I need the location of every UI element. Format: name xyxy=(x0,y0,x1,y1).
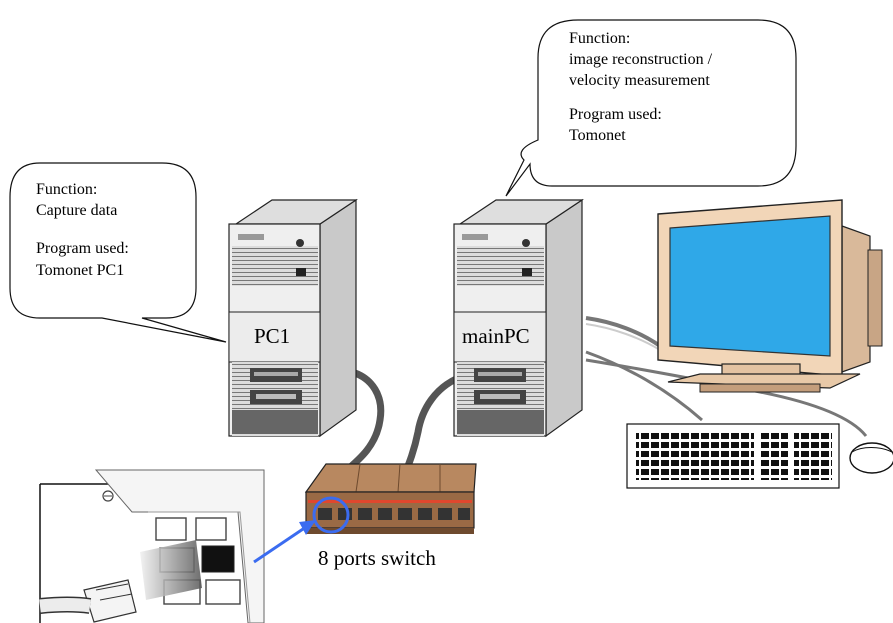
arrow-inset-to-port xyxy=(253,520,316,564)
port-highlight-circle xyxy=(312,496,350,534)
pc1-program-heading: Program used: xyxy=(36,240,129,257)
pc1-function-heading: Function: xyxy=(36,181,98,198)
mainpc-program-name: Tomonet xyxy=(569,127,626,144)
cable-mainpc-to-switch xyxy=(400,374,462,480)
monitor xyxy=(657,199,883,393)
inset-port-closeup xyxy=(39,469,265,623)
mainpc-program-heading: Program used: xyxy=(569,106,662,123)
cable-mainpc-to-monitor xyxy=(585,316,662,351)
speech-bubble-mainpc xyxy=(505,19,797,197)
pc1-tower xyxy=(228,198,358,438)
cable-pc1-to-switch xyxy=(336,368,385,480)
mainpc-function-heading: Function: xyxy=(569,30,631,47)
switch-ports xyxy=(318,508,470,520)
mouse xyxy=(849,442,893,474)
mainpc-label: mainPC xyxy=(462,324,530,348)
keyboard xyxy=(626,423,840,489)
mainpc-tower xyxy=(453,198,584,438)
network-switch xyxy=(304,463,477,534)
pc1-label: PC1 xyxy=(254,324,291,348)
switch-label: 8 ports switch xyxy=(318,546,436,570)
pc1-function-text: Capture data xyxy=(36,202,118,219)
mainpc-function-line2: velocity measurement xyxy=(569,72,710,89)
speech-bubble-pc1 xyxy=(9,162,227,343)
pc1-program-name: Tomonet PC1 xyxy=(36,262,125,279)
mainpc-function-line1: image reconstruction / xyxy=(569,51,713,68)
